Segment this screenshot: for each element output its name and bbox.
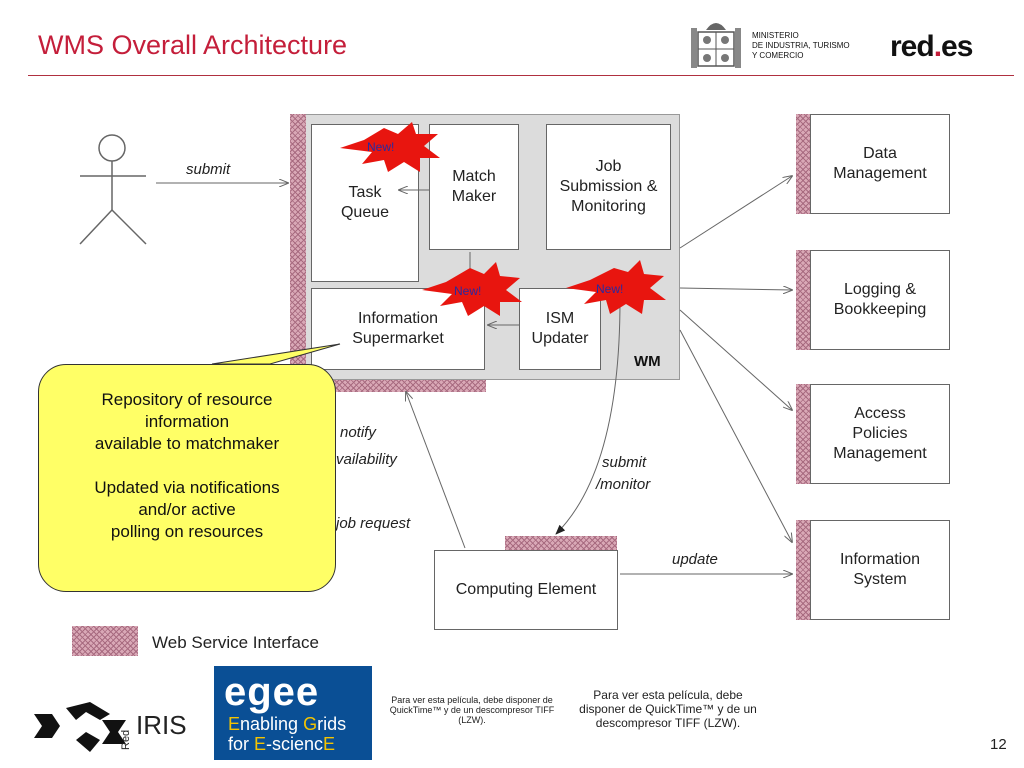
access-policies-service-interface	[796, 384, 810, 484]
supermarket-service-interface	[306, 380, 486, 392]
user-actor-icon	[79, 134, 147, 245]
callout-line: Repository of resource	[101, 390, 273, 409]
match-maker-box: Match Maker	[429, 124, 519, 250]
information-system-label: Information System	[839, 551, 921, 588]
slide-title: WMS Overall Architecture	[38, 30, 348, 60]
information-supermarket-box: Information Supermarket	[311, 288, 485, 370]
submit-label: submit	[186, 161, 231, 178]
rediris-logo-icon	[34, 702, 126, 752]
egee-tagline-1: Enabling Grids	[228, 714, 347, 734]
information-system-box: Information System	[810, 520, 950, 620]
notify-label: notify	[340, 424, 376, 441]
job-submission-box: Job Submission & Monitoring	[546, 124, 671, 250]
job-submission-label: Job Submission & Monitoring	[559, 158, 658, 215]
legend-swatch	[72, 626, 138, 656]
data-management-label: Data Management	[833, 145, 927, 182]
quicktime-notice-large: Para ver esta película, debe disponer de…	[579, 688, 757, 730]
egee-logo: egee Enabling Grids for E-sciencE	[214, 666, 372, 760]
access-policies-label: Access Policies Management	[833, 405, 927, 462]
new-badge: New!	[367, 140, 395, 154]
repository-callout: Repository of resource information avail…	[38, 364, 336, 592]
task-queue-label: Task Queue	[340, 184, 390, 221]
logging-bookkeeping-label: Logging & Bookkeeping	[833, 281, 927, 318]
job-request-label: job request	[336, 515, 411, 532]
coat-of-arms-icon	[691, 23, 741, 68]
brand-suffix: es	[941, 30, 973, 63]
data-management-box: Data Management	[810, 114, 950, 214]
computing-element-box: Computing Element	[434, 550, 618, 630]
new-badge-star-3	[566, 260, 666, 314]
information-system-service-interface	[796, 520, 810, 620]
availability-label: vailability	[336, 451, 397, 468]
new-badge-star-1	[340, 122, 440, 172]
redes-logo: red.es	[890, 30, 973, 64]
title-divider	[28, 75, 1014, 76]
callout-line: information	[144, 412, 230, 431]
ism-updater-label: ISM Updater	[531, 310, 589, 347]
computing-element-label: Computing Element	[455, 581, 597, 598]
new-badge: New!	[596, 282, 624, 296]
new-badge-star-2	[422, 262, 522, 316]
update-label: update	[672, 551, 718, 568]
match-maker-label: Match Maker	[451, 168, 497, 205]
logging-service-interface	[796, 250, 810, 350]
ministry-line: MINISTERIO	[752, 31, 799, 40]
rediris-text: IRIS	[136, 710, 187, 740]
page-number: 12	[990, 736, 1007, 753]
ministry-line: DE INDUSTRIA, TURISMO	[752, 41, 850, 50]
data-mgmt-service-interface	[796, 114, 810, 214]
ce-service-interface	[505, 536, 617, 550]
egee-wordmark: egee	[224, 670, 320, 714]
brand-dot: .	[933, 30, 942, 63]
egee-tagline-2: for E-sciencE	[228, 734, 336, 754]
wm-label: WM	[634, 353, 661, 370]
callout-line: polling on resources	[110, 522, 264, 541]
callout-line: Updated via notifications	[94, 478, 280, 497]
submit-monitor-label-2: /monitor	[596, 476, 651, 493]
brand-prefix: red	[890, 30, 935, 63]
logging-bookkeeping-box: Logging & Bookkeeping	[810, 250, 950, 350]
callout-line: available to matchmaker	[94, 434, 280, 453]
legend-label: Web Service Interface	[152, 633, 319, 652]
callout-line: and/or active	[138, 500, 236, 519]
ministry-name: MINISTERIO DE INDUSTRIA, TURISMO Y COMER…	[752, 31, 850, 61]
submit-monitor-label-1: submit	[602, 454, 647, 471]
quicktime-notice-small: Para ver esta película, debe disponer de…	[389, 695, 555, 725]
information-supermarket-label: Information Supermarket	[352, 310, 444, 347]
rediris-red-text: Red	[120, 729, 132, 750]
new-badge: New!	[454, 284, 482, 298]
ministry-line: Y COMERCIO	[752, 51, 804, 60]
access-policies-box: Access Policies Management	[810, 384, 950, 484]
wm-service-interface	[290, 114, 306, 380]
